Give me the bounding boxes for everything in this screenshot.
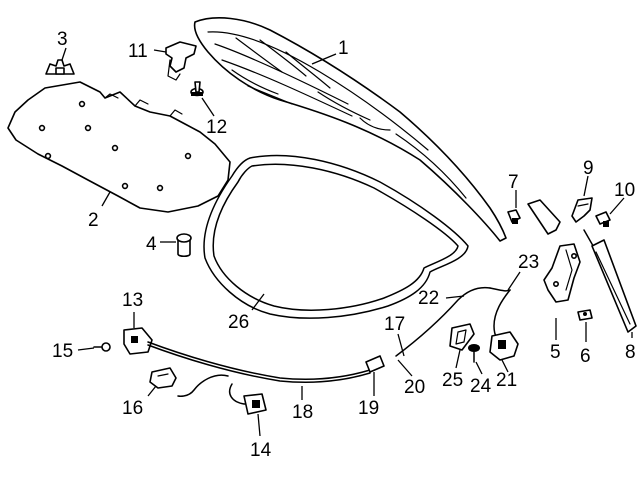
- strut-bracket: [571, 197, 593, 223]
- handle-screw: [93, 342, 111, 352]
- callout-21: 21: [496, 370, 517, 391]
- latch-pad: [449, 323, 475, 351]
- callout-10: 10: [614, 180, 635, 201]
- callout-5: 5: [550, 342, 561, 363]
- cable-connector: [243, 393, 267, 415]
- callout-24: 24: [470, 376, 492, 397]
- callout-labels: 1 2 3 4 5 6 7 8 9 10 11 12 13 14 15 16 1…: [52, 29, 636, 461]
- callout-11: 11: [128, 41, 148, 62]
- hood-latch: [489, 331, 519, 361]
- callout-23: 23: [518, 252, 539, 273]
- callout-6: 6: [580, 346, 591, 367]
- cable-sleeve: [365, 355, 385, 373]
- hinge-bolt: [507, 209, 521, 224]
- callout-15: 15: [52, 341, 73, 362]
- insulator-clip: [45, 59, 75, 75]
- callout-16: 16: [122, 398, 143, 419]
- hood-insulator: [7, 81, 231, 213]
- callout-18: 18: [292, 402, 313, 423]
- bumper-screw: [190, 81, 204, 97]
- hood-hinge: [527, 199, 581, 303]
- callout-3: 3: [57, 29, 68, 50]
- callout-4: 4: [146, 234, 157, 255]
- callout-7: 7: [508, 172, 519, 193]
- cable-clip: [149, 367, 177, 389]
- latch-bolt: [468, 344, 480, 363]
- callout-2: 2: [88, 210, 99, 231]
- callout-1: 1: [338, 38, 349, 59]
- hood-panel: [193, 17, 507, 242]
- callout-8: 8: [625, 342, 636, 363]
- callout-20: 20: [404, 377, 425, 398]
- bump-stop: [176, 233, 192, 258]
- bracket-bolt: [595, 211, 611, 227]
- hood-seal: [203, 154, 469, 319]
- release-cable: [147, 286, 511, 405]
- callout-22: 22: [418, 288, 439, 309]
- callout-9: 9: [583, 158, 594, 179]
- release-handle: [123, 327, 153, 355]
- hinge-nut: [577, 309, 593, 321]
- callout-19: 19: [358, 398, 379, 419]
- callout-17: 17: [384, 314, 405, 335]
- callout-25: 25: [442, 370, 463, 391]
- callout-14: 14: [250, 440, 272, 461]
- callout-26: 26: [228, 312, 249, 333]
- lift-support: [583, 229, 637, 333]
- hood-bumper: [165, 41, 197, 81]
- callout-13: 13: [122, 290, 143, 311]
- leader-lines: [61, 47, 633, 437]
- callout-12: 12: [206, 117, 227, 138]
